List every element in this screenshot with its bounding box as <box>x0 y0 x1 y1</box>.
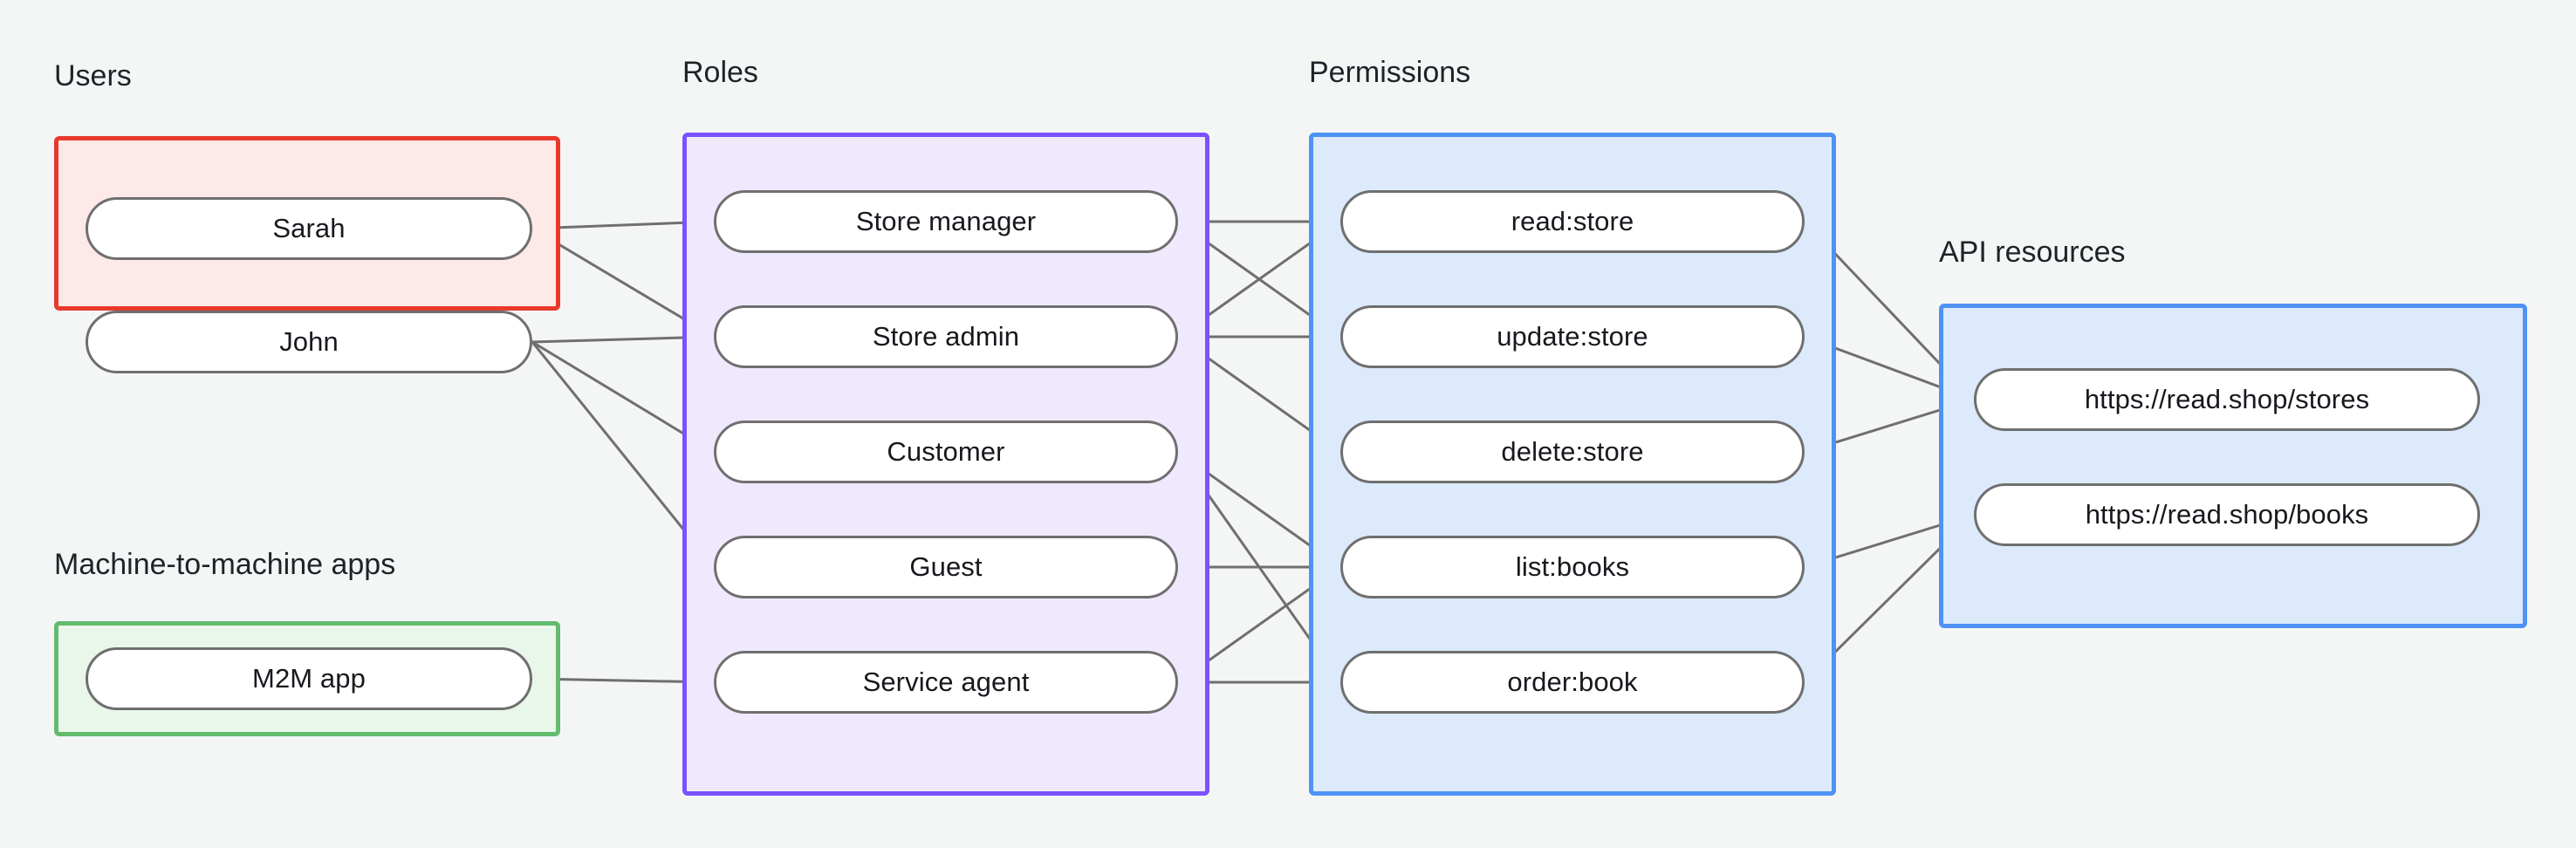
group-label-roles: Roles <box>682 56 758 89</box>
node-store-admin[interactable]: Store admin <box>714 305 1178 368</box>
node-read-store[interactable]: read:store <box>1340 190 1805 253</box>
group-box-api-resources <box>1939 304 2527 628</box>
group-label-m2m: Machine-to-machine apps <box>54 548 396 581</box>
node-update-store[interactable]: update:store <box>1340 305 1805 368</box>
node-m2m-app[interactable]: M2M app <box>86 647 532 710</box>
group-label-api-resources: API resources <box>1939 236 2126 269</box>
node-sarah[interactable]: Sarah <box>86 197 532 260</box>
node-list-books[interactable]: list:books <box>1340 536 1805 598</box>
node-guest[interactable]: Guest <box>714 536 1178 598</box>
node-customer[interactable]: Customer <box>714 421 1178 483</box>
node-john[interactable]: John <box>86 311 532 373</box>
node-read-shop-books[interactable]: https://read.shop/books <box>1974 483 2480 546</box>
node-delete-store[interactable]: delete:store <box>1340 421 1805 483</box>
node-store-manager[interactable]: Store manager <box>714 190 1178 253</box>
node-service-agent[interactable]: Service agent <box>714 651 1178 714</box>
group-label-users: Users <box>54 59 132 92</box>
node-read-shop-stores[interactable]: https://read.shop/stores <box>1974 368 2480 431</box>
node-order-book[interactable]: order:book <box>1340 651 1805 714</box>
group-label-permissions: Permissions <box>1309 56 1471 89</box>
